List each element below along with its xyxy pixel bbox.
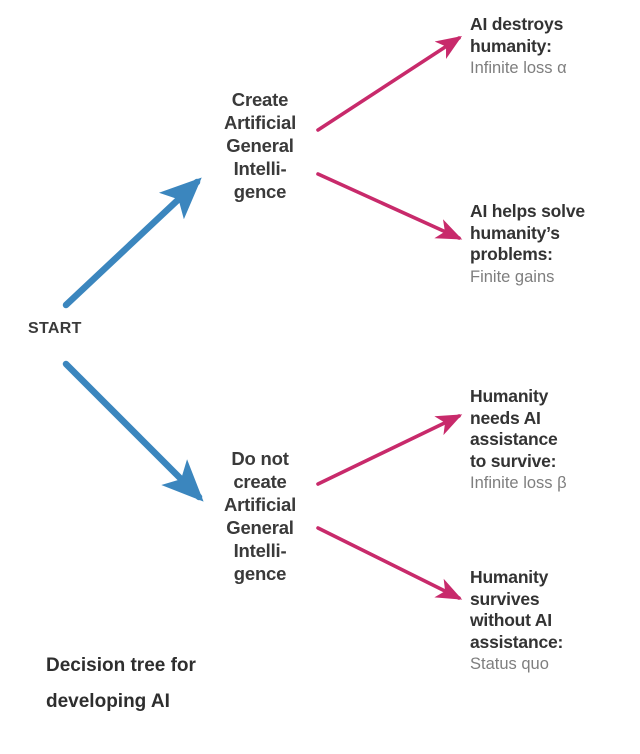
outcome-subtext: Infinite loss β — [470, 474, 567, 492]
outcome-headline-line-3: assistance — [470, 429, 558, 449]
edge-start-to-create-agi — [62, 177, 202, 309]
outcome-headline-line-2: humanity’s — [470, 222, 560, 243]
outcome-headline: Humanity needs AI assistance to survive: — [470, 386, 630, 472]
outcome-subtext: Infinite loss α — [470, 59, 567, 77]
outcome-headline-line-2: needs AI — [470, 407, 541, 428]
outcome-headline-line-2: survives — [470, 588, 540, 609]
outcome-headline-line-3: without AI — [470, 610, 552, 630]
node-do-not-create-agi-line-3: Artificial — [223, 494, 297, 515]
outcome-humanity-needs-ai: Humanity needs AI assistance to survive:… — [470, 386, 630, 494]
node-do-not-create-agi-line-5: Intelli- — [233, 540, 287, 561]
outcome-headline: AI destroys humanity: — [470, 14, 630, 57]
diagram-caption-line-2: developing AI — [46, 691, 170, 712]
node-create-agi: Create Artificial General Intelli- gence — [205, 88, 315, 203]
outcome-headline-line-1: Humanity — [470, 567, 549, 587]
outcome-headline-line-4: assistance: — [470, 631, 564, 652]
outcome-subtext: Status quo — [470, 655, 549, 673]
outcome-headline: AI helps solve humanity’s problems: — [470, 201, 630, 266]
node-create-agi-line-1: Create — [231, 89, 289, 110]
node-do-not-create-agi-line-1: Do not — [231, 448, 289, 469]
outcome-ai-helps-solve-problems: AI helps solve humanity’s problems: Fini… — [470, 201, 630, 288]
outcome-humanity-survives-without-ai: Humanity survives without AI assistance:… — [470, 567, 630, 675]
node-create-agi-line-2: Artificial — [223, 112, 297, 133]
node-create-agi-line-3: General — [226, 135, 294, 156]
outcome-ai-destroys-humanity: AI destroys humanity: Infinite loss α — [470, 14, 630, 79]
node-do-not-create-agi: Do not create Artificial General Intelli… — [205, 447, 315, 585]
edge-create-agi-to-ai-helps-solve-problems — [316, 172, 463, 240]
outcome-subtext: Finite gains — [470, 267, 555, 286]
outcome-headline-line-2: humanity: — [470, 35, 552, 56]
outcome-headline-line-1: AI helps solve — [470, 201, 585, 221]
outcome-headline-line-1: Humanity — [470, 386, 549, 406]
node-create-agi-line-5: gence — [233, 181, 287, 202]
outcome-headline: Humanity survives without AI assistance: — [470, 567, 630, 653]
node-do-not-create-agi-line-6: gence — [233, 563, 287, 584]
edge-do-not-create-agi-to-humanity-needs-ai — [316, 414, 463, 486]
outcome-headline-line-4: to survive: — [470, 450, 557, 471]
edge-start-to-do-not-create-agi — [62, 360, 204, 502]
edge-do-not-create-agi-to-humanity-survives-without-ai — [316, 526, 463, 600]
node-do-not-create-agi-line-4: General — [226, 517, 294, 538]
node-create-agi-line-4: Intelli- — [233, 158, 287, 179]
node-start: START — [28, 320, 82, 337]
outcome-headline-line-3: problems: — [470, 244, 553, 264]
edge-create-agi-to-ai-destroys-humanity — [316, 36, 463, 132]
diagram-caption-line-1: Decision tree for — [46, 655, 196, 676]
diagram-caption: Decision tree for developing AI — [46, 648, 326, 720]
outcome-headline-line-1: AI destroys — [470, 14, 564, 34]
node-do-not-create-agi-line-2: create — [233, 471, 287, 492]
